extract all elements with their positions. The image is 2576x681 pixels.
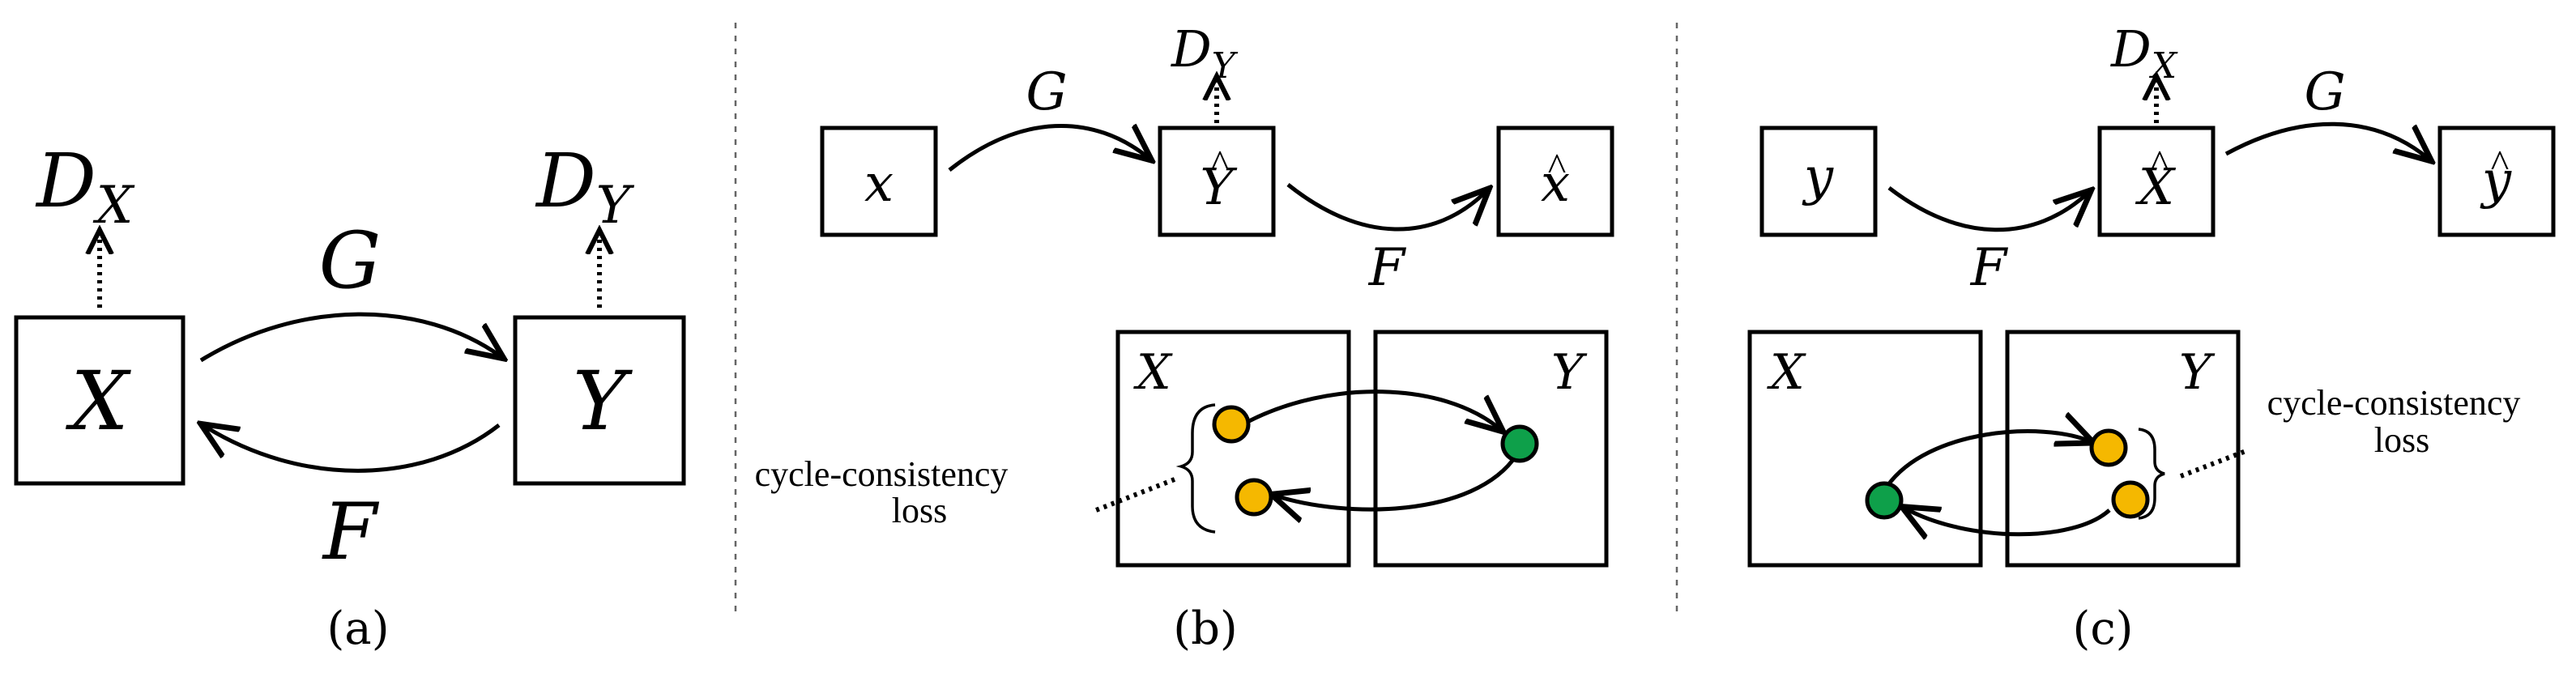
domain-y-box-b [1373,330,1609,568]
domain-x-b-label: X [1133,344,1173,401]
domain-y-box-c [2005,330,2241,568]
output-yhat-hat: ^ [2491,143,2510,185]
panel-a: X Y G F DX DY (a) [14,138,686,655]
caption-a: (a) [326,602,389,655]
cycle-arrow-back-b [1275,453,1519,509]
arrow-g-c [2224,121,2429,159]
caption-b: (b) [1173,602,1238,655]
loss-brace-b [1175,403,1216,534]
arrow-f [204,425,501,473]
output-xhat-box [1496,126,1614,237]
mid-yhat-box [1158,126,1276,237]
node-y-label: Y [573,354,633,449]
input-x-label: x [864,154,893,214]
loss-pointer-b [1090,477,1176,514]
panel-b: x Y ^ x ^ G F DY X Y cycle-consistency l… [755,19,1614,655]
input-y-box [1759,126,1878,237]
map-g-c-label: G [2304,62,2345,122]
mid-yhat-label: Y [1201,157,1238,216]
arrow-f-b [1286,183,1486,232]
sample-point-b [1212,405,1251,444]
disc-dy-b-label: DY [1171,19,1239,87]
domain-x-c-label: X [1767,344,1806,401]
node-y-box [513,315,686,486]
domain-y-b-label: Y [1551,344,1588,401]
output-yhat-label: y [2480,151,2512,211]
cycle-arrow-forward-c [1885,432,2090,487]
reconstructed-point-c [2111,480,2150,519]
input-y-label: y [1802,147,1834,207]
mid-xhat-hat: ^ [2151,143,2169,185]
loss-label-b-line1: cycle-consistency [755,454,1009,494]
loss-label-c-line1: cycle-consistency [2267,383,2521,423]
disc-dx-c-label: DX [2110,19,2178,87]
map-g-b-label: G [1026,62,1067,122]
loss-brace-c [2138,428,2165,520]
map-f-c-label: F [1970,238,2009,298]
mid-yhat-hat: ^ [1211,143,1230,185]
map-g-label: G [319,215,382,306]
reconstructed-point-b [1235,478,1273,517]
loss-label-c-line2: loss [2374,420,2429,460]
arrow-g-b [948,126,1149,172]
cycle-arrow-forward-b [1247,389,1500,429]
mid-xhat-box [2097,126,2216,237]
caption-c: (c) [2072,602,2133,655]
disc-dy-label: DY [535,138,635,236]
disc-dx-label: DX [35,138,135,236]
arrow-g [199,312,501,360]
cycle-arrow-back-c [1905,509,2111,534]
output-yhat-box [2437,126,2556,237]
mid-xhat-label: X [2135,157,2177,216]
loss-label-b-line2: loss [892,491,947,530]
input-x-box [820,126,938,237]
map-f-b-label: F [1368,238,1407,298]
arrow-f-c [1887,188,2088,232]
domain-x-box-b [1115,330,1351,568]
output-xhat-label: x [1541,154,1570,214]
domain-y-c-label: Y [2179,344,2216,401]
sample-point-c [2089,428,2128,467]
mapped-point-b [1500,424,1539,463]
node-x-box [14,315,186,486]
panel-c: y X ^ y ^ F G DX X Y cycle-consistency l… [1747,19,2556,655]
output-xhat-hat: ^ [1548,146,1567,189]
map-f-label: F [322,487,380,577]
mapped-point-c [1865,481,1904,520]
node-x-label: X [65,354,131,449]
